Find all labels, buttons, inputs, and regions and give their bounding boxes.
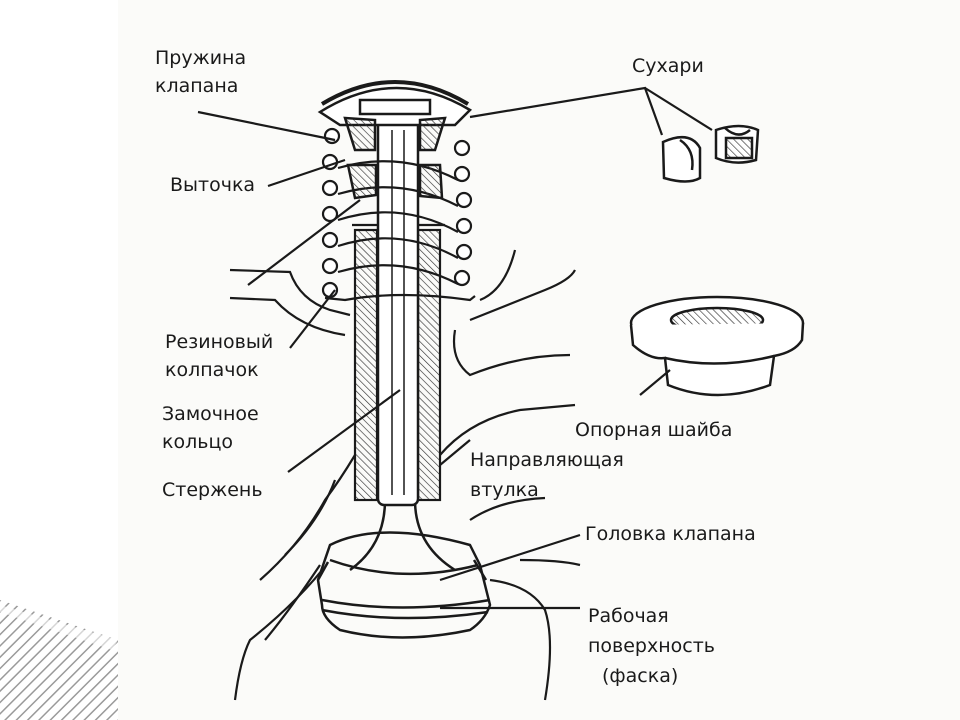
corner-decoration bbox=[0, 600, 118, 720]
cylinder-head-contour bbox=[229, 249, 581, 701]
label-valve-guide-line1: Направляющая bbox=[470, 449, 624, 471]
label-valve-guide-line2: втулка bbox=[470, 479, 539, 501]
label-stem: Стержень bbox=[162, 479, 263, 501]
label-rubber-cap-line1: Резиновый bbox=[165, 331, 274, 353]
label-spring-line2: клапана bbox=[155, 75, 239, 97]
label-lock-ring-line1: Замочное bbox=[162, 403, 259, 425]
label-lock-ring-line2: кольцо bbox=[162, 431, 233, 453]
label-groove: Выточка bbox=[170, 174, 256, 196]
support-washer-detail bbox=[629, 295, 805, 397]
leader-lines bbox=[197, 86, 713, 610]
keepers-detail bbox=[661, 124, 760, 183]
label-working-surface-line2: поверхность bbox=[588, 635, 715, 657]
label-spring-line1: Пружина bbox=[155, 47, 247, 69]
label-working-surface-line1: Рабочая bbox=[588, 605, 669, 627]
label-valve-head: Головка клапана bbox=[585, 523, 756, 545]
valve-spring bbox=[321, 127, 476, 302]
valve-head bbox=[316, 499, 492, 639]
valve-stem bbox=[376, 108, 420, 507]
label-rubber-cap-line2: колпачок bbox=[165, 359, 259, 381]
spring-retainer bbox=[317, 80, 473, 200]
label-working-surface-line3: (фаска) bbox=[602, 665, 679, 687]
label-keepers: Сухари bbox=[632, 55, 704, 77]
paper-background bbox=[118, 0, 960, 720]
label-support-washer: Опорная шайба bbox=[575, 419, 733, 441]
